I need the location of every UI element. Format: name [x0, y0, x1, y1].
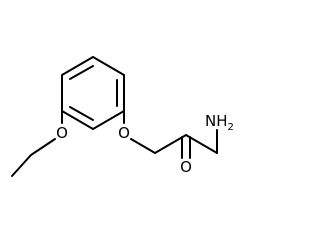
amine-label: NH2	[205, 112, 234, 133]
amine-hydrogen-label: H	[216, 112, 227, 130]
bond-ch2-to-ch3	[11, 154, 32, 177]
bond-ether-oxygen-to-ch2	[30, 138, 56, 156]
benzene-ring	[61, 56, 125, 130]
ring-bond-top-left	[61, 56, 94, 76]
bond-ch2-to-carbonyl-carbon	[154, 134, 187, 154]
amine-nitrogen-label: N	[205, 112, 216, 130]
ether-oxygen-right-label: O	[118, 124, 130, 142]
bond-carbonyl-carbon-to-ch2	[185, 134, 218, 154]
aminoacetone-chain: O O NH2	[118, 110, 234, 176]
ring-double-bond-bottom	[69, 106, 94, 121]
ring-double-bond-top	[69, 65, 94, 80]
ring-bond-top-right	[92, 56, 125, 76]
ring-bond-bottom-left	[61, 110, 94, 130]
ether-oxygen-left-label: O	[56, 124, 68, 142]
ethoxy-group: O	[11, 110, 68, 177]
ring-bond-bottom-right	[92, 110, 125, 130]
amine-hydrogen-count: 2	[228, 122, 234, 133]
chemical-structure: O O O NH2	[11, 56, 234, 177]
bond-ether-oxygen-to-ch2	[130, 138, 156, 154]
carbonyl-oxygen-label: O	[180, 158, 192, 176]
